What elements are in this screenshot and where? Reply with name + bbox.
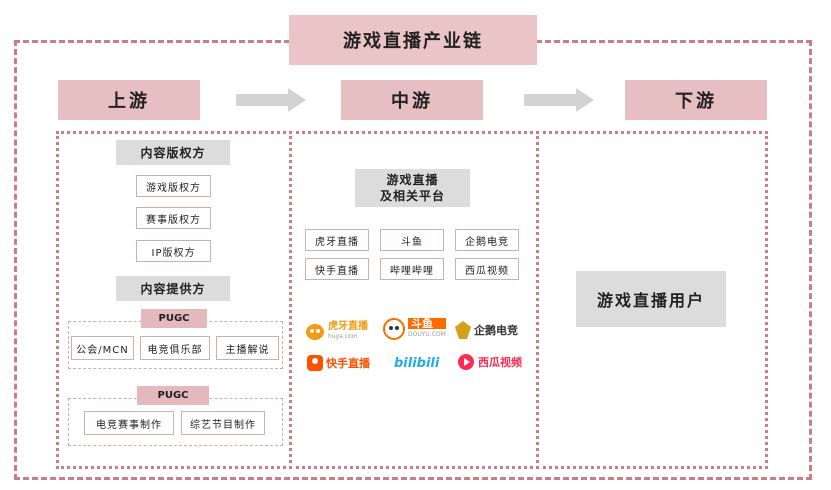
platform-item: 企鹅电竞 <box>455 229 519 251</box>
copyright-item: IP版权方 <box>136 240 211 262</box>
douyu-logo-text: 斗鱼 <box>408 318 446 329</box>
bilibili-logo: bilibili <box>394 352 439 374</box>
platform-item: 斗鱼 <box>380 229 444 251</box>
provider-item: 电竞俱乐部 <box>140 336 210 360</box>
downstream-panel <box>536 131 768 469</box>
pugc-label: PUGC <box>141 309 207 328</box>
platform-item: 西瓜视频 <box>455 258 519 280</box>
xigua-logo-icon <box>458 354 474 370</box>
provider-item: 主播解说 <box>216 336 279 360</box>
arrow-right-icon <box>236 88 306 112</box>
production-item: 综艺节目制作 <box>181 411 265 435</box>
bilibili-logo-text: bilibili <box>394 355 440 371</box>
kuaishou-logo-icon <box>307 355 323 371</box>
platform-item: 哔哩哔哩 <box>380 258 444 280</box>
penguin-logo-text: 企鹅电竞 <box>474 324 518 337</box>
copyright-holders-heading: 内容版权方 <box>116 140 230 165</box>
production-item: 电竞赛事制作 <box>84 411 174 435</box>
stage-downstream: 下游 <box>625 80 767 120</box>
provider-item: 公会/MCN <box>71 336 134 360</box>
xigua-logo-text: 西瓜视频 <box>478 356 522 369</box>
huya-logo-sub: huya.com <box>328 333 358 340</box>
penguin-logo-icon <box>455 321 471 339</box>
huya-logo: 虎牙直播 huya.com <box>305 321 368 343</box>
content-providers-heading: 内容提供方 <box>116 276 230 301</box>
platforms-heading: 游戏直播 及相关平台 <box>355 169 470 207</box>
diagram-title: 游戏直播产业链 <box>289 15 537 65</box>
arrow-right-icon <box>524 88 594 112</box>
pugc-label: PUGC <box>137 386 209 405</box>
kuaishou-logo-text: 快手直播 <box>326 357 370 370</box>
platforms-heading-line1: 游戏直播 <box>386 173 439 187</box>
douyu-logo-sub: DOUYU.COM <box>408 331 446 338</box>
douyu-logo-icon <box>383 318 405 340</box>
stage-upstream: 上游 <box>58 80 200 120</box>
platforms-heading-line2: 及相关平台 <box>379 189 445 203</box>
huya-logo-text: 虎牙直播 <box>328 321 368 332</box>
copyright-item: 游戏版权方 <box>136 175 211 197</box>
live-stream-users: 游戏直播用户 <box>576 271 726 327</box>
douyu-logo: 斗鱼 DOUYU.COM <box>383 318 446 340</box>
kuaishou-logo: 快手直播 <box>307 352 370 374</box>
xigua-logo: 西瓜视频 <box>457 351 522 373</box>
platform-item: 快手直播 <box>305 258 369 280</box>
penguin-esports-logo: 企鹅电竞 <box>455 319 518 341</box>
stage-midstream: 中游 <box>341 80 483 120</box>
platform-item: 虎牙直播 <box>305 229 369 251</box>
copyright-item: 赛事版权方 <box>136 207 211 229</box>
huya-logo-icon <box>306 324 324 340</box>
